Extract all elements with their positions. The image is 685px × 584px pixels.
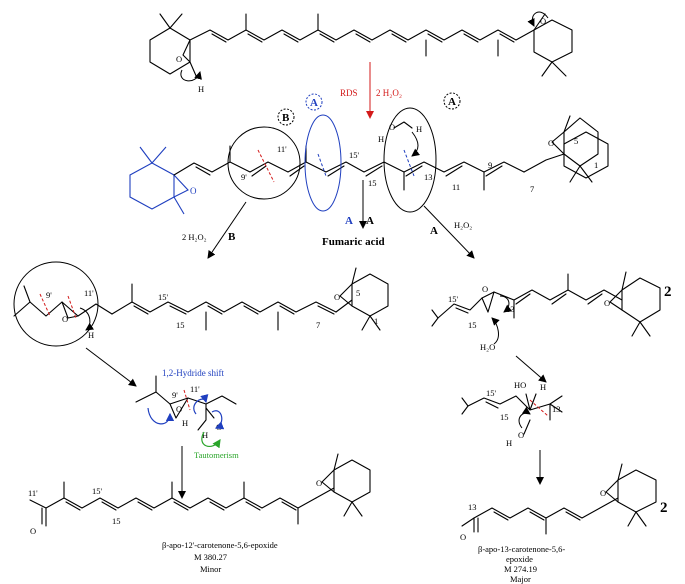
atom-h: H <box>88 330 94 340</box>
atom-o: O <box>604 298 610 308</box>
locant-7: 7 <box>530 184 534 194</box>
fumaric-path: A A Fumaric acid <box>322 180 385 248</box>
rds-arrow: RDS 2 H₂O₂ <box>340 62 402 119</box>
locant-15p: 15' <box>349 150 360 160</box>
ho-label: HO <box>514 380 526 390</box>
path-b-label: B <box>228 231 236 243</box>
locant-11p: 11' <box>84 288 94 298</box>
locant-15p: 15' <box>158 292 169 302</box>
atom-o: O <box>316 478 322 488</box>
atom-o: O <box>389 122 395 132</box>
major-product-name-1: β-apo-13-carotenone-5,6- <box>478 544 565 554</box>
atom-h: H <box>202 430 208 440</box>
hydride-shift-label: 1,2-Hydride shift <box>162 368 224 378</box>
locant-15p: 15' <box>92 486 103 496</box>
locant-9: 9 <box>488 160 492 170</box>
rds-h2o2-label: 2 H₂O₂ <box>376 88 402 98</box>
locant-15: 15 <box>368 178 377 188</box>
locant-5: 5 <box>574 136 578 146</box>
minor-product-label: Minor <box>200 564 221 574</box>
locant-13: 13 <box>552 404 561 414</box>
tautomerism-label: Tautomerism <box>194 450 239 460</box>
atom-h: H <box>416 124 422 134</box>
atom-o: O <box>62 314 68 324</box>
h2o-label: H₂O <box>480 342 495 352</box>
path-b-arrow: 2 H₂O₂ B <box>182 201 247 259</box>
atom-o: O <box>176 404 182 414</box>
locant-9p: 9' <box>46 290 52 300</box>
fumaric-acid-label: Fumaric acid <box>322 236 385 248</box>
path-a-intermediate: 15' 15 O 13 H₂O O 2 <box>431 271 672 352</box>
locant-1: 1 <box>594 160 598 170</box>
locant-13: 13 <box>468 502 477 512</box>
locant-15p: 15' <box>486 388 497 398</box>
atom-o-blue: O <box>190 186 197 196</box>
major-product-mass: M 274.19 <box>504 564 537 574</box>
atom-o-carbonyl: O <box>460 532 466 542</box>
path-a-h2o2: H₂O₂ <box>454 220 472 230</box>
major-product-name-2: epoxide <box>506 554 533 564</box>
locant-9p: 9' <box>241 172 247 182</box>
hydride-shift-fragment: 1,2-Hydride shift 9' 11' H O H O Tautome… <box>135 368 239 460</box>
locant-7: 7 <box>316 320 320 330</box>
atom-h: H <box>182 418 188 428</box>
path-a-arrow: A H₂O₂ <box>423 205 475 259</box>
atom-o: O <box>540 16 546 26</box>
rds-label: RDS <box>340 88 358 98</box>
label-b-circle: B <box>282 112 290 124</box>
atom-h: H <box>198 84 204 94</box>
arrow-to-hydroxy <box>515 355 547 383</box>
locant-15: 15 <box>500 412 509 422</box>
path-b-h2o2: 2 H₂O₂ <box>182 232 207 242</box>
epoxide-intermediate: O O B A A H O H 9' 11' 1 <box>129 92 609 215</box>
atom-o: O <box>176 54 182 64</box>
compound-2-label: 2 <box>664 284 672 300</box>
locant-15: 15 <box>176 320 185 330</box>
locant-15: 15 <box>468 320 477 330</box>
atom-h: H <box>378 134 384 144</box>
atom-o: O <box>482 284 488 294</box>
locant-11p: 11' <box>28 488 38 498</box>
hydroxy-intermediate: 15' 15 HO H 13 H O <box>461 380 563 448</box>
locant-1: 1 <box>374 316 378 326</box>
major-product-label: Major <box>510 574 531 584</box>
path-b-intermediate: O H 9' 11' 15' 15 7 O 5 1 <box>13 261 389 347</box>
path-a-blue-label: A <box>345 215 353 227</box>
path-a-label: A <box>366 215 374 227</box>
atom-o: O <box>334 292 340 302</box>
locant-11p: 11' <box>277 144 287 154</box>
minor-product-mass: M 380.27 <box>194 552 227 562</box>
locant-5: 5 <box>356 288 360 298</box>
minor-product-name: β-apo-12'-carotenone-5,6-epoxide <box>162 540 278 550</box>
locant-9p: 9' <box>172 390 178 400</box>
locant-11: 11 <box>452 182 460 192</box>
atom-o: O <box>518 430 524 440</box>
arrow-to-hydride <box>85 347 137 387</box>
locant-11p: 11' <box>190 384 200 394</box>
path-a-right-label: A <box>430 225 438 237</box>
locant-15p: 15' <box>448 294 459 304</box>
major-product: 13 O O 2 β-apo-13-carotenone-5,6- epoxid… <box>460 463 668 584</box>
compound-2-label: 2 <box>660 500 668 516</box>
atom-h: H <box>540 382 546 392</box>
atom-o-carbonyl: O <box>30 526 36 536</box>
atom-h: H <box>506 438 512 448</box>
locant-13: 13 <box>424 172 433 182</box>
minor-product: 11' O 15' 15 O β-apo-12'-carotenone-5,6-… <box>28 453 371 574</box>
starting-carotenoid: O O H <box>149 11 573 94</box>
locant-15: 15 <box>112 516 121 526</box>
atom-o: O <box>600 488 606 498</box>
label-a-circle-blue: A <box>310 97 318 109</box>
label-a-circle: A <box>448 96 456 108</box>
atom-o: O <box>548 138 554 148</box>
